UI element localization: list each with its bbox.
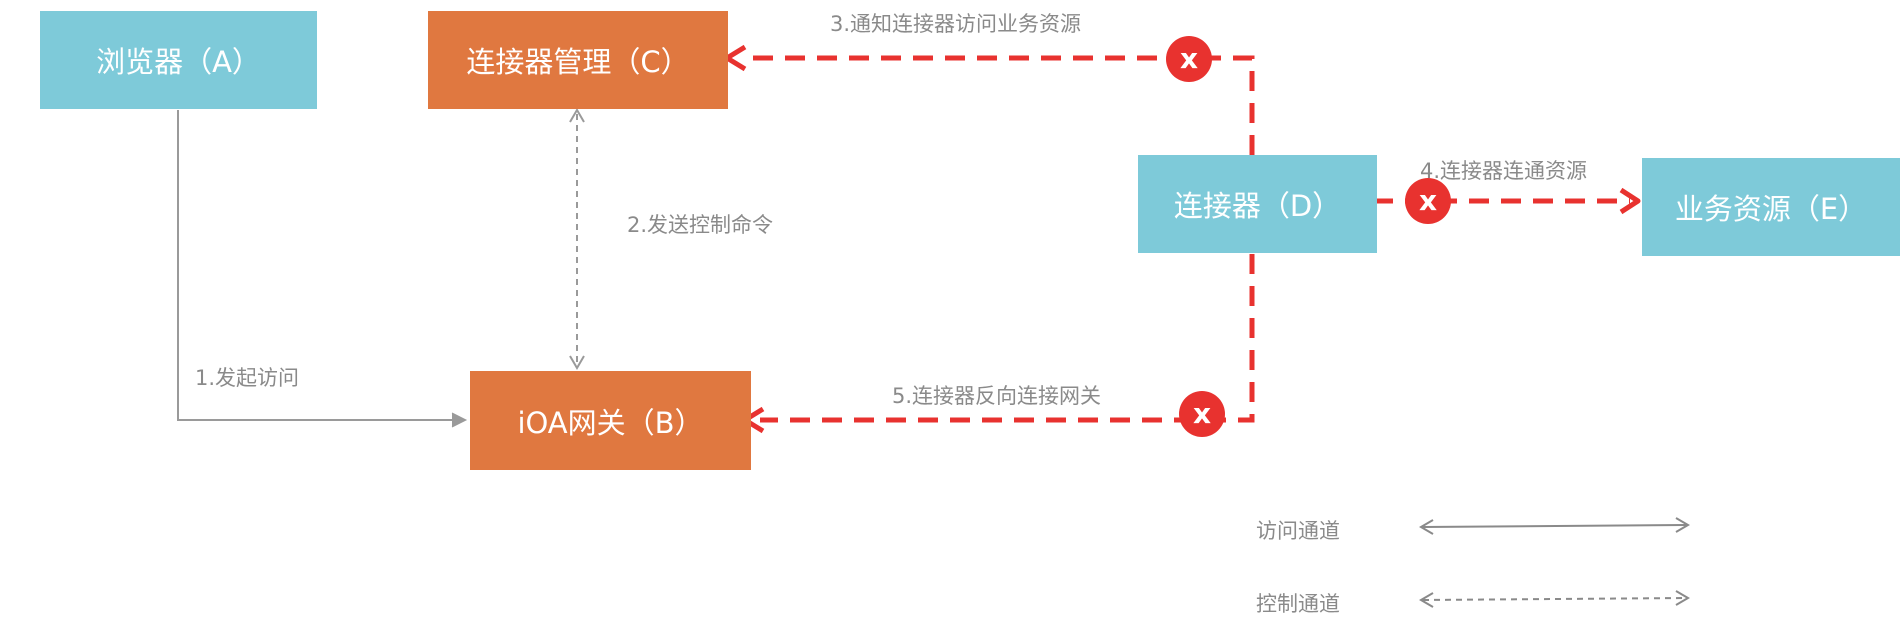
legend-control-arrow-left (1419, 592, 1434, 608)
edge-label-5: 5.连接器反向连接网关 (892, 384, 1102, 408)
blocked-marker-edge-5: x (1179, 391, 1225, 437)
node-connector-management: 连接器管理（C） (428, 11, 728, 109)
edge-control-c-b-arrow-bottom (569, 355, 585, 370)
edge-label-1: 1.发起访问 (195, 366, 300, 390)
legend-access-arrow-right (1675, 517, 1690, 533)
legend-access-line (1422, 524, 1687, 528)
node-browser: 浏览器（A） (40, 11, 317, 109)
edge-label-4: 4.连接器连通资源 (1420, 159, 1588, 183)
blocked-marker-edge-4: x (1405, 178, 1451, 224)
edge-browser-to-gateway-arrowhead (451, 412, 468, 428)
edge-browser-to-gateway (177, 110, 462, 421)
edge-label-2: 2.发送控制命令 (627, 213, 774, 237)
legend-access-arrow-left (1419, 519, 1434, 535)
node-ioa-gateway: iOA网关（B） (470, 371, 751, 470)
edge-connector-to-mgmt-arrowhead (724, 44, 747, 72)
node-business-resource: 业务资源（E） (1642, 158, 1900, 256)
legend-control-label: 控制通道 (1256, 592, 1340, 616)
legend-access-label: 访问通道 (1256, 519, 1340, 543)
edge-label-3: 3.通知连接器访问业务资源 (830, 12, 1082, 36)
legend-control-arrow-right (1675, 590, 1690, 606)
blocked-marker-edge-3: x (1166, 36, 1212, 82)
edge-connector-to-business-arrowhead (1619, 187, 1641, 215)
edge-connector-to-mgmt (742, 55, 1255, 155)
edge-control-c-b-arrow-top (569, 108, 585, 123)
edge-connector-to-gateway (760, 254, 1255, 423)
node-connector: 连接器（D） (1138, 155, 1377, 253)
legend-control-line (1422, 597, 1687, 601)
